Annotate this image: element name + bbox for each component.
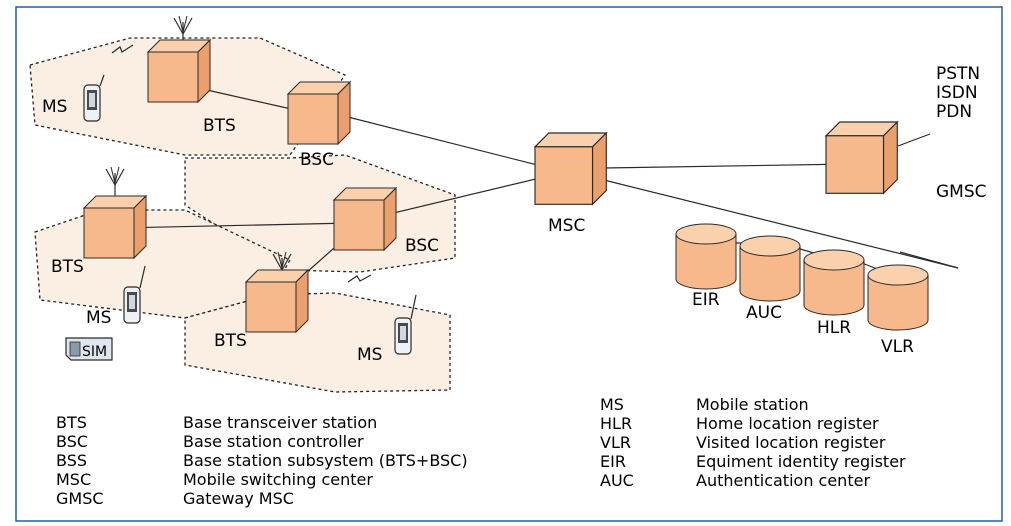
eir-database-icon	[675, 223, 737, 290]
ms-left-label: MS	[86, 308, 111, 328]
legend-desc: Visited location register	[696, 433, 886, 452]
msc-label: MSC	[548, 216, 585, 236]
bsc-mid-node	[333, 187, 397, 251]
link-register-bus	[899, 251, 959, 269]
link-bsc-msc-top	[339, 114, 566, 173]
radio-link-top	[111, 44, 134, 54]
legend-abbr: BTS	[56, 413, 87, 432]
legend-abbr: BSS	[56, 451, 87, 470]
legend-abbr: AUC	[600, 471, 634, 490]
gmsc-label: GMSC	[936, 182, 987, 202]
phone-icon-left	[123, 286, 141, 324]
legend-abbr: MSC	[56, 470, 91, 489]
link-msc-gmsc	[603, 163, 854, 169]
pdn-label: PDN	[936, 102, 972, 122]
ms-bottom-label: MS	[357, 345, 382, 365]
hlr-label: HLR	[817, 318, 851, 338]
legend-desc: Gateway MSC	[183, 489, 294, 508]
legend-abbr: VLR	[600, 433, 631, 452]
bsc-mid-label: BSC	[405, 236, 439, 256]
msc-node	[534, 132, 607, 205]
radio-links	[111, 44, 372, 283]
legend-desc: Mobile station	[696, 395, 809, 414]
bsc-top-node	[287, 81, 351, 145]
gmsc-node	[825, 121, 898, 194]
bts-left-node	[83, 195, 147, 259]
legend-desc: Equiment identity register	[696, 452, 906, 471]
link-bts-bsc-left	[117, 222, 353, 229]
auc-database-icon	[739, 235, 801, 302]
ms-top-label: MS	[42, 97, 67, 117]
legend-abbr: EIR	[600, 452, 626, 471]
link-msc-registers	[603, 179, 959, 269]
sim-card-icon: SIM	[65, 337, 113, 361]
bts-left-label: BTS	[51, 257, 84, 277]
bts-top-label: BTS	[203, 116, 236, 136]
link-gmsc-pstn	[897, 133, 931, 147]
legend-abbr: MS	[600, 395, 624, 414]
legend-left: BTS Base transceiver station BSC Base st…	[56, 413, 468, 508]
isdn-label: ISDN	[936, 83, 978, 103]
legend-abbr: BSC	[56, 432, 88, 451]
bsc-top-label: BSC	[300, 150, 334, 170]
bts-top-node	[147, 39, 211, 103]
legend-desc: Home location register	[696, 414, 879, 433]
legend-desc: Base transceiver station	[183, 413, 377, 432]
vlr-label: VLR	[881, 337, 914, 357]
legend-desc: Base station controller	[183, 432, 364, 451]
phone-icon-bottom	[394, 317, 412, 355]
eir-label: EIR	[692, 290, 720, 310]
legend-desc: Authentication center	[696, 471, 870, 490]
bts-bottom-label: BTS	[214, 331, 247, 351]
diagram-frame	[15, 6, 1003, 522]
legend-desc: Mobile switching center	[183, 470, 373, 489]
bts-bottom-node	[245, 269, 309, 333]
connection-lines	[117, 87, 959, 297]
phone-icon-top	[83, 84, 101, 122]
legend-abbr: HLR	[600, 414, 632, 433]
auc-label: AUC	[746, 303, 782, 323]
hlr-database-icon	[803, 249, 865, 316]
vlr-database-icon	[867, 264, 929, 331]
legend-abbr: GMSC	[56, 489, 104, 508]
radio-link-bottom	[347, 274, 372, 283]
legend-right: MS Mobile station HLR Home location regi…	[600, 395, 906, 490]
pstn-label: PSTN	[936, 64, 980, 84]
antenna-icon-left	[105, 166, 125, 198]
legend-desc: Base station subsystem (BTS+BSC)	[183, 451, 468, 470]
sim-label: SIM	[82, 344, 107, 360]
